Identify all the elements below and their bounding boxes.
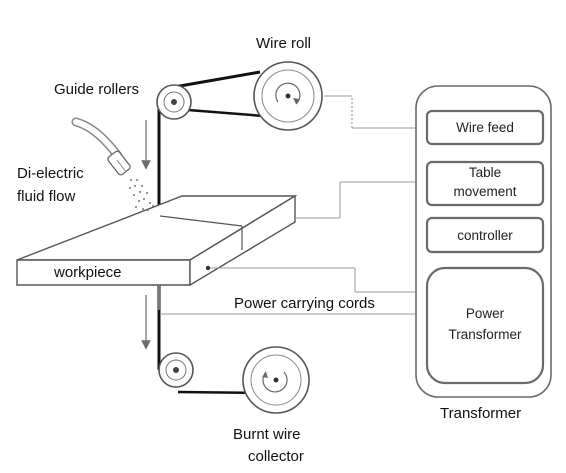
wire-feed-label: Wire feed [456, 120, 514, 135]
workpiece-label: workpiece [53, 264, 122, 281]
power-transformer-label-line1: Power [466, 306, 505, 321]
burnt-wire-collector-roll [242, 346, 310, 414]
dielectric-nozzle [71, 117, 131, 176]
wire-roll-label: Wire roll [256, 35, 311, 52]
power-cords-label: Power carrying cords [234, 295, 375, 312]
wire-feed-box [425, 109, 545, 146]
burnt-wire-label-line2: collector [248, 448, 304, 465]
fluid-spray [129, 179, 154, 211]
power-transformer-box [425, 266, 545, 385]
guide-roller-top [156, 84, 192, 120]
control-panel [415, 85, 552, 398]
guide-roller-bottom [158, 352, 194, 388]
dielectric-label-line1: Di-electric [17, 165, 84, 182]
controller-box [425, 216, 545, 254]
table-movement-box [425, 160, 545, 207]
workpiece-block [16, 194, 298, 287]
wire-roll [253, 61, 323, 131]
table-movement-label-line1: Table [469, 165, 501, 180]
guide-rollers-label: Guide rollers [54, 81, 139, 98]
connection-lines [160, 95, 430, 315]
transformer-label: Transformer [440, 405, 521, 422]
table-movement-label-line2: movement [453, 184, 516, 199]
dielectric-label-line2: fluid flow [17, 188, 76, 205]
power-transformer-label-line2: Transformer [448, 327, 522, 342]
controller-label: controller [457, 228, 513, 243]
burnt-wire-label-line1: Burnt wire [233, 426, 301, 443]
workpiece-terminal [205, 265, 211, 271]
